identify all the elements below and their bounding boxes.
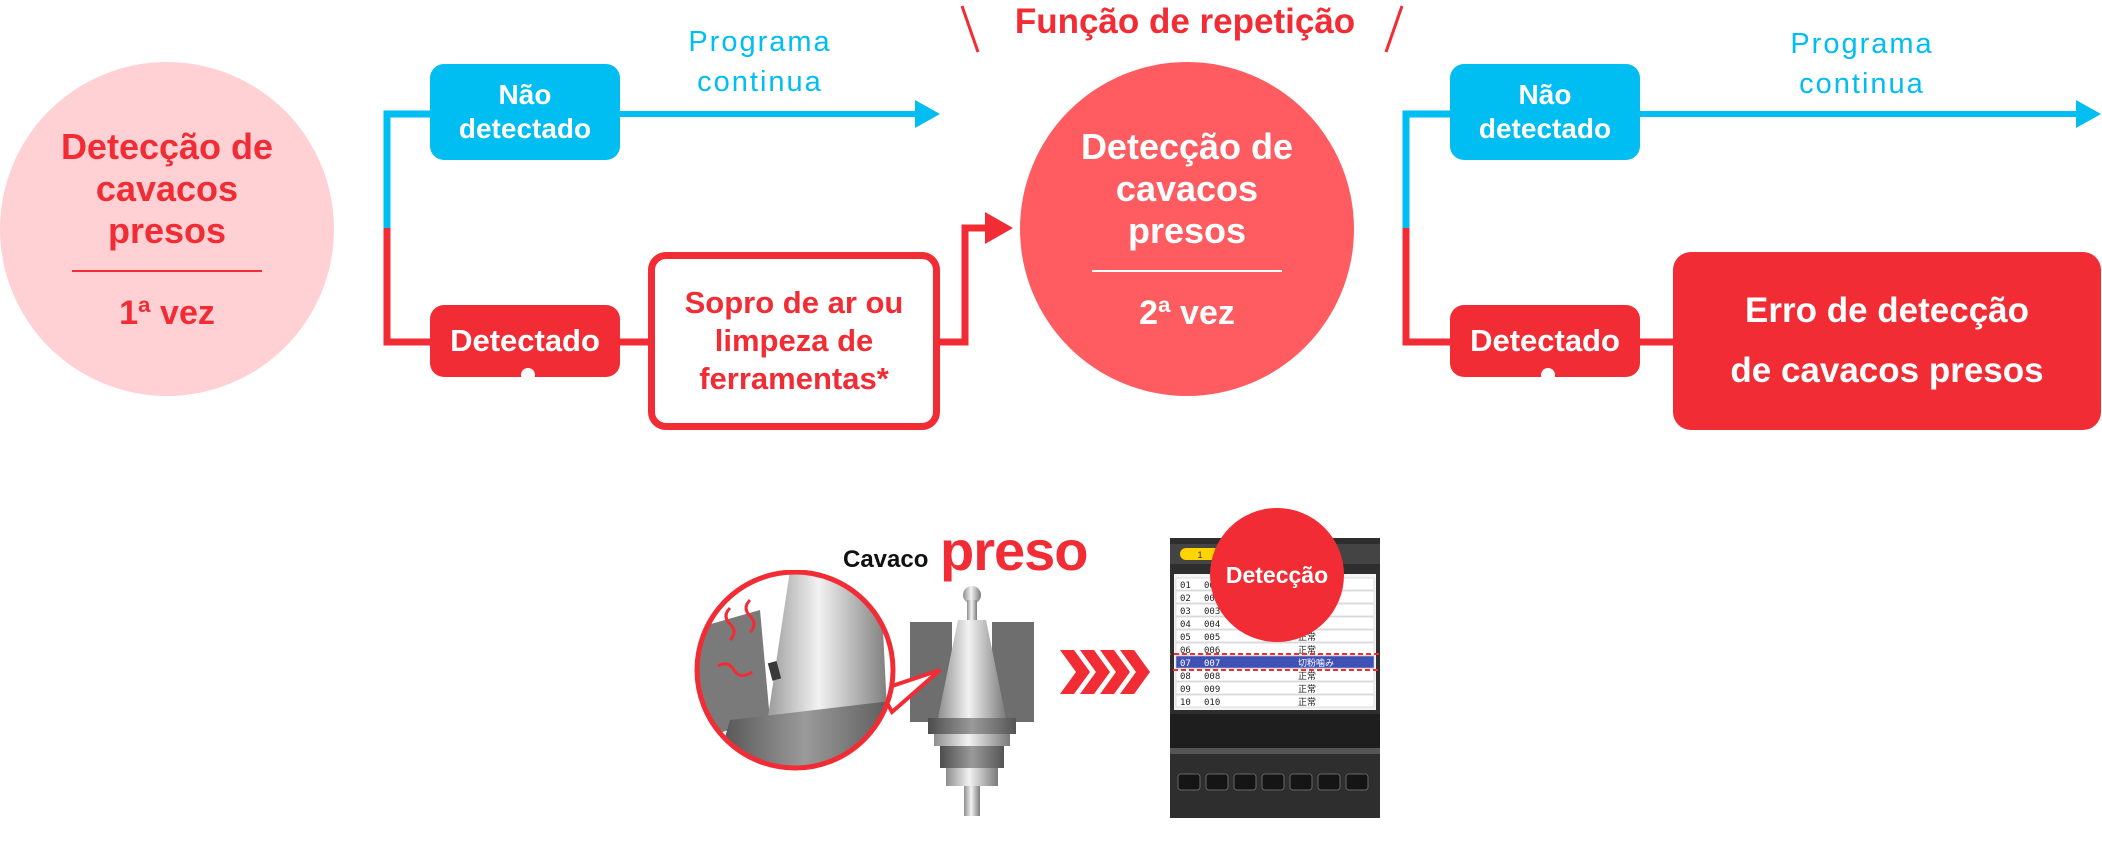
second-detection-count: 2ª vez [1139, 293, 1235, 332]
tool-holder-illustration [694, 570, 1034, 816]
zoom-ring [694, 570, 896, 771]
panel-cell-code: 006 [1204, 646, 1220, 656]
panel-tab-number: 1 [1197, 550, 1202, 560]
panel-cell-code: 003 [1204, 607, 1220, 617]
panel-cell-code: 008 [1204, 672, 1220, 682]
program-continues-label-2: Programa continua [1790, 28, 1934, 100]
stuck-chip-label-big: preso [940, 519, 1088, 582]
air-blow-or-tool-cleaning-box: Sopro de ar ou limpeza de ferramentas* [648, 252, 940, 430]
first-detection-circle: Detecção de cavacos presos 1ª vez [0, 62, 334, 396]
panel-cell-n: 10 [1180, 698, 1191, 708]
program-continues-label-1: Programa continua [688, 26, 832, 98]
panel-cell-code: 007 [1204, 659, 1220, 669]
panel-cell-n: 01 [1180, 581, 1191, 591]
panel-cell-n: 06 [1180, 646, 1191, 656]
not-detected-pill-2: Não detectado [1450, 64, 1640, 160]
panel-cell-n: 07 [1180, 659, 1191, 669]
panel-key [1205, 773, 1229, 791]
panel-key [1317, 773, 1341, 791]
panel-cell-status: 切粉噛み [1298, 657, 1334, 669]
panel-cell-code: 005 [1204, 633, 1220, 643]
stuck-chip-label-small: Cavaco [843, 546, 929, 573]
header-slash-left [960, 5, 980, 53]
detected-pill-1: Detectado [430, 305, 620, 377]
panel-table-row: 08 008 正常 [1175, 668, 1375, 682]
panel-tab [1180, 548, 1220, 560]
detected-pill-2: Detectado [1450, 305, 1640, 377]
panel-key [1345, 773, 1369, 791]
control-panel-screen: 1 010 01 02 002 03 003 04 004 05 005 正常 06 006 正常 07 00… [1170, 538, 1380, 818]
panel-key [1261, 773, 1285, 791]
panel-cell-n: 04 [1180, 620, 1191, 630]
panel-cell-status: 正常 [1298, 670, 1316, 682]
panel-cell-n: 09 [1180, 685, 1191, 695]
arrowhead-continue-2 [2076, 100, 2101, 128]
panel-table-row: 09 009 正常 [1175, 681, 1375, 695]
arrowhead-to-second-check [985, 212, 1013, 244]
connector-detected-2 [1402, 228, 1450, 346]
second-detection-title: Detecção de cavacos presos [1080, 125, 1294, 251]
panel-cell-code: 002 [1204, 594, 1220, 604]
panel-cell-code: 004 [1204, 620, 1220, 630]
panel-keys [1177, 773, 1369, 791]
panel-key [1233, 773, 1257, 791]
not-detected-pill-1: Não detectado [430, 64, 620, 160]
panel-cell-status: 正常 [1298, 683, 1316, 695]
first-detection-divider [72, 269, 262, 272]
panel-cell-n: 05 [1180, 633, 1191, 643]
highlight-row-frame [1170, 653, 1380, 671]
panel-cell-n: 02 [1180, 594, 1191, 604]
header-slash-right [1384, 5, 1404, 53]
detected-pill-notch-2 [1541, 368, 1555, 382]
panel-table-row: 07 007 切粉噛み [1175, 655, 1375, 669]
chevron-arrows-icon [1060, 650, 1150, 694]
panel-cell-code: 010 [1204, 698, 1220, 708]
panel-table-row: 10 010 正常 [1175, 694, 1375, 708]
first-detection-title: Detecção de cavacos presos [60, 125, 274, 251]
tool-holder [928, 586, 1016, 816]
panel-cell-status: 正常 [1298, 696, 1316, 708]
chip-detection-error-box: Erro de detecção de cavacos presos [1673, 252, 2101, 430]
repeat-function-title: Função de repetição [1014, 2, 1356, 41]
second-detection-divider [1092, 269, 1282, 272]
connector-to-second-check [940, 224, 990, 346]
panel-cell-n: 03 [1180, 607, 1191, 617]
connector-not-detected-1 [383, 110, 430, 230]
second-detection-circle: Detecção de cavacos presos 2ª vez [1020, 62, 1354, 396]
detected-pill-notch-1 [521, 368, 535, 382]
panel-key [1289, 773, 1313, 791]
panel-cell-n: 08 [1180, 672, 1191, 682]
connector-not-detected-2 [1402, 110, 1450, 230]
first-detection-count: 1ª vez [119, 293, 215, 332]
stuck-chip-fragment [767, 661, 782, 681]
detection-badge: Detecção [1210, 508, 1344, 642]
arrowhead-continue-1 [915, 100, 940, 128]
panel-cell-code: 009 [1204, 685, 1220, 695]
connector-detected-1 [383, 228, 430, 346]
panel-key [1177, 773, 1201, 791]
